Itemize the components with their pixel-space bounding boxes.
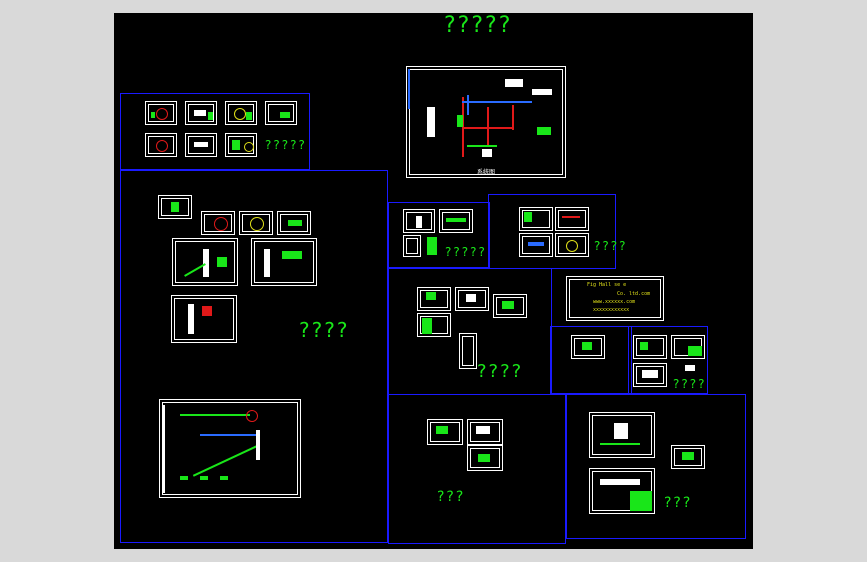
region-mid-center: ???? — [388, 268, 552, 395]
sheet-rb-2[interactable] — [671, 335, 705, 359]
region-right-b: ???? — [628, 326, 708, 394]
region-mid-upper-left: ????? — [388, 202, 490, 268]
sheet-tl-3[interactable] — [225, 101, 257, 125]
sheet-ra-1[interactable] — [571, 335, 605, 359]
sheet-mur-1[interactable] — [519, 207, 553, 231]
sheet-rb-3[interactable] — [633, 363, 667, 387]
sheet-mul-1[interactable] — [403, 209, 435, 233]
sheet-bc-2[interactable] — [467, 419, 503, 445]
sheet-mc-5[interactable] — [459, 333, 477, 369]
sheet-br-3[interactable] — [589, 468, 655, 514]
sheet-ll-4[interactable] — [277, 211, 311, 235]
sheet-ll-2[interactable] — [201, 211, 235, 235]
title-block-line3: www.xxxxxx.com — [593, 299, 636, 305]
sheet-rb-1[interactable] — [633, 335, 667, 359]
sheet-bc-1[interactable] — [427, 419, 463, 445]
sheet-mc-4[interactable] — [417, 313, 451, 337]
sheet-bc-3[interactable] — [467, 445, 503, 471]
region-bottom-center-label: ??? — [437, 489, 466, 505]
region-mid-upper-right: ???? — [488, 194, 625, 269]
cad-model-space[interactable]: ????? 系统图 ????? — [114, 13, 753, 549]
region-left-large-label: ???? — [299, 318, 350, 342]
sheet-tl-7[interactable] — [225, 133, 257, 157]
region-bottom-center: ??? — [388, 394, 566, 544]
sheet-mc-3[interactable] — [493, 294, 527, 318]
sheet-mur-3[interactable] — [519, 233, 553, 257]
sheet-mc-1[interactable] — [417, 287, 451, 311]
title-block-line4: xxxxxxxxxxxx — [593, 307, 630, 313]
sheet-br-1[interactable] — [589, 412, 655, 458]
region-mid-center-label: ???? — [477, 361, 524, 382]
sheet-tl-4[interactable] — [265, 101, 297, 125]
sheet-ll-3[interactable] — [239, 211, 273, 235]
sheet-mul-2[interactable] — [439, 209, 473, 233]
region-top-left-label: ????? — [265, 138, 307, 152]
sheet-tl-2[interactable] — [185, 101, 217, 125]
region-top-left: ????? — [120, 93, 310, 170]
sheet-ll-5[interactable] — [172, 238, 238, 286]
region-right-a — [550, 326, 632, 394]
region-mid-upper-right-label: ???? — [594, 239, 628, 253]
sheet-ll-6[interactable] — [251, 238, 317, 286]
sheet-ll-7[interactable] — [171, 295, 237, 343]
region-left-large: ???? — [120, 170, 388, 543]
sheet-tl-5[interactable] — [145, 133, 177, 157]
sheet-tl-6[interactable] — [185, 133, 217, 157]
drawing-title: ????? — [444, 13, 513, 38]
sheet-mur-2[interactable] — [555, 207, 589, 231]
title-block-line2: Co. ltd.com — [617, 291, 651, 297]
region-right-label: ???? — [673, 377, 707, 391]
region-mid-upper-left-label: ????? — [445, 245, 487, 259]
region-bottom-right-label: ??? — [664, 495, 693, 511]
sheet-ll-8[interactable] — [159, 399, 301, 498]
sheet-title-block[interactable]: Fig Hall se e Co. ltd.com www.xxxxxx.com… — [566, 276, 664, 321]
sheet-mur-4[interactable] — [555, 233, 589, 257]
region-bottom-right: ??? — [566, 394, 746, 539]
sheet-system-diagram[interactable]: 系统图 — [406, 66, 566, 178]
sheet-mc-2[interactable] — [455, 287, 489, 311]
sheet-br-2[interactable] — [671, 445, 705, 469]
sheet-mul-3[interactable] — [403, 235, 421, 257]
sheet-tl-1[interactable] — [145, 101, 177, 125]
sheet-ll-1[interactable] — [158, 195, 192, 219]
title-block-line1: Fig Hall se e — [587, 282, 627, 288]
